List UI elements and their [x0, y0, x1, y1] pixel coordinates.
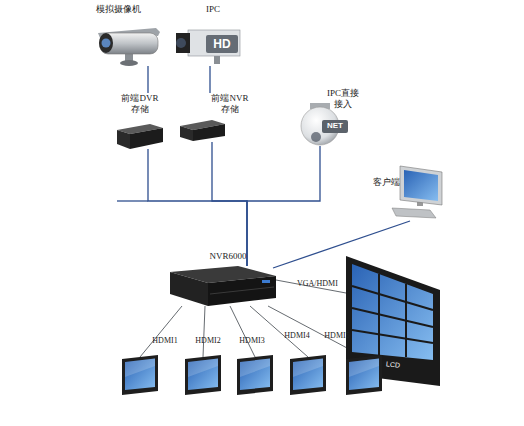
analog-camera-node: 模拟摄像机 — [92, 4, 164, 66]
node-text: HDMI3 — [237, 336, 267, 346]
camera-base — [120, 60, 138, 66]
camera-lens — [176, 38, 186, 48]
connector — [212, 142, 247, 266]
dvr-side — [117, 130, 130, 149]
dvr-node: 前端DVR 存储 — [115, 93, 165, 149]
node-text: IPC直接 接入 — [324, 88, 362, 110]
camera-lens — [99, 33, 113, 53]
bus-line — [117, 200, 148, 201]
connector — [140, 306, 182, 357]
connector — [230, 306, 255, 357]
client-computer — [392, 166, 442, 218]
client-node: 客户端 — [368, 163, 448, 221]
pc-screen — [404, 170, 438, 201]
edge-label: VGA/HDMI — [297, 279, 343, 289]
connector — [247, 146, 320, 266]
hd-plate — [206, 35, 238, 53]
nvr-node: 前端NVR 存储 — [178, 93, 248, 142]
nvr-front — [193, 124, 225, 141]
node-text: IPC — [198, 4, 228, 15]
node-text: HD — [206, 36, 238, 52]
node-text: HDMI1 — [150, 336, 180, 346]
pc-keyboard — [392, 208, 436, 218]
monitor — [122, 355, 158, 395]
connector — [273, 221, 410, 268]
pc-monitor — [400, 166, 442, 205]
dome-camera — [301, 103, 348, 145]
ip-camera — [176, 30, 240, 64]
wall-grid — [352, 330, 433, 343]
connector — [203, 306, 205, 357]
connector — [148, 149, 247, 266]
monitor — [237, 355, 273, 395]
monitor — [290, 355, 326, 395]
monitor-node: HDMI2 — [185, 355, 221, 395]
camera-lens-housing — [176, 33, 190, 53]
node-text: 前端DVR 存储 — [119, 93, 161, 115]
camera-mount — [214, 56, 220, 64]
nvr-side — [180, 126, 193, 141]
node-text: LCD — [373, 358, 414, 371]
connector — [147, 66, 148, 93]
ip-camera-node: IPC HD — [172, 4, 244, 66]
nvr6000-device — [170, 266, 276, 306]
camera-glass — [102, 39, 111, 48]
net-plate — [322, 120, 348, 133]
monitor-node: HDMI4 — [290, 355, 326, 395]
rack-seam — [210, 287, 274, 294]
node-text: HDMI2 — [193, 336, 223, 346]
dvr-device — [117, 124, 163, 149]
lcd-wall-node: LCD — [343, 255, 443, 387]
nvr6000-node: NVR6000 — [170, 266, 276, 306]
node-text: 前端NVR 存储 — [210, 93, 250, 115]
connector — [276, 280, 346, 293]
monitor-node: HDMI1 — [122, 355, 158, 395]
nvr-device — [180, 120, 225, 141]
node-text: NVR6000 — [206, 251, 250, 262]
wall-screen — [352, 264, 433, 360]
wall-grid — [352, 286, 433, 310]
node-text: NET — [322, 120, 348, 132]
rack-front — [208, 276, 276, 306]
wall-grid — [352, 308, 433, 327]
camera-housing — [100, 33, 158, 54]
dome-lens — [311, 132, 321, 142]
monitor — [185, 355, 221, 395]
camera-body — [188, 30, 240, 56]
monitor-node: HDMI5 — [346, 355, 382, 395]
dome-camera-node: IPC直接 接入 NET — [298, 88, 364, 146]
analog-camera — [98, 28, 160, 66]
node-text: 模拟摄像机 — [96, 4, 156, 15]
dvr-front — [130, 128, 163, 149]
node-text: HDMI5 — [322, 331, 352, 341]
rack-side — [170, 272, 208, 306]
node-text: HDMI4 — [282, 331, 312, 341]
monitor — [346, 355, 382, 395]
monitor-node: HDMI3 — [237, 355, 273, 395]
connector — [209, 66, 210, 93]
rack-led — [262, 280, 270, 283]
node-text: 客户端 — [368, 177, 404, 188]
